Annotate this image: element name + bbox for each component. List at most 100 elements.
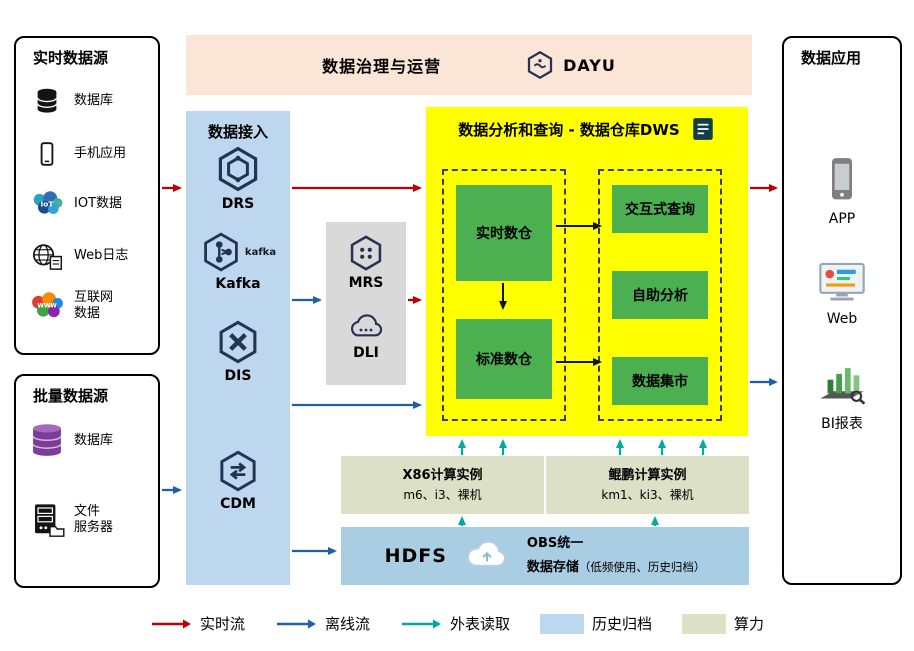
history-archive-swatch bbox=[540, 613, 584, 634]
node-selfservice-analysis: 自助分析 bbox=[612, 271, 708, 319]
node-interactive-query: 交互式查询 bbox=[612, 185, 708, 233]
list-item: Web日志 bbox=[29, 242, 151, 270]
item-label: 数据库 bbox=[74, 92, 114, 108]
node-standard-warehouse: 标准数仓 bbox=[456, 319, 552, 399]
database-icon bbox=[29, 86, 65, 116]
web-monitor-icon bbox=[819, 262, 865, 301]
service-label: Kafka bbox=[215, 276, 261, 292]
app-item-bi: BI报表 bbox=[784, 362, 900, 433]
item-label: 互联网 数据 bbox=[74, 290, 114, 322]
service-mrs: MRS bbox=[326, 234, 406, 291]
hdfs-label: HDFS bbox=[384, 545, 447, 567]
legend-label: 外表读取 bbox=[449, 615, 510, 633]
mrs-hexagon-icon bbox=[350, 235, 382, 271]
legend-offline-flow: 离线流 bbox=[275, 613, 370, 634]
internet-data-icon: WWW bbox=[29, 291, 65, 321]
service-label: CDM bbox=[220, 496, 256, 512]
obs-text-block: OBS统一 数据存储（低频使用、历史归档） bbox=[527, 534, 706, 578]
realtime-sources-panel: 实时数据源 数据库 手机应用 IoT IOT数据 Web日志 bbox=[14, 36, 160, 355]
service-drs: DRS bbox=[186, 145, 290, 212]
list-item: IoT IOT数据 bbox=[29, 190, 151, 218]
offline-flow-arrow-icon bbox=[276, 619, 316, 628]
app-phone-icon bbox=[832, 158, 852, 200]
obs-cloud-icon bbox=[467, 540, 506, 567]
compute-strip: X86计算实例 m6、i3、裸机 鲲鹏计算实例 km1、ki3、裸机 bbox=[341, 456, 749, 514]
mobile-phone-icon bbox=[29, 139, 65, 169]
list-item: 文件 服务器 bbox=[29, 502, 151, 538]
kunpeng-title: 鲲鹏计算实例 bbox=[608, 468, 687, 484]
node-realtime-warehouse: 实时数仓 bbox=[456, 185, 552, 281]
app-label: BI报表 bbox=[821, 416, 863, 432]
obs-subtitle-note: （低频使用、历史归档） bbox=[578, 559, 706, 574]
realtime-sources-title: 实时数据源 bbox=[33, 49, 109, 67]
service-kafka: kafka Kafka bbox=[186, 231, 290, 292]
dws-document-icon bbox=[692, 118, 713, 140]
service-label: DIS bbox=[224, 368, 252, 384]
dayu-label: DAYU bbox=[563, 55, 616, 75]
service-label: DRS bbox=[221, 196, 255, 212]
legend-label: 离线流 bbox=[324, 615, 370, 633]
service-label: DLI bbox=[353, 345, 379, 361]
obs-subtitle-row: 数据存储（低频使用、历史归档） bbox=[527, 554, 706, 578]
list-item: WWW 互联网 数据 bbox=[29, 290, 151, 323]
external-read-arrow-icon bbox=[401, 619, 441, 628]
kafka-wordmark: kafka bbox=[244, 246, 277, 258]
legend-label: 算力 bbox=[734, 615, 765, 633]
dws-panel: 数据分析和查询 - 数据仓库DWS 实时数仓 标准数仓 交互式查询 自助分析 数… bbox=[426, 107, 748, 436]
x86-subtitle: m6、i3、裸机 bbox=[403, 487, 482, 502]
legend-compute-power: 算力 bbox=[682, 613, 764, 634]
compute-power-swatch bbox=[682, 613, 727, 634]
dws-title: 数据分析和查询 - 数据仓库DWS bbox=[458, 120, 680, 139]
bi-report-icon bbox=[820, 368, 866, 405]
dws-left-group: 实时数仓 标准数仓 bbox=[442, 169, 566, 421]
item-label: 文件 服务器 bbox=[74, 503, 114, 535]
node-data-mart: 数据集市 bbox=[612, 357, 708, 405]
service-cdm: CDM bbox=[186, 449, 290, 512]
batch-sources-title: 批量数据源 bbox=[33, 387, 109, 405]
drs-hexagon-icon bbox=[218, 146, 258, 192]
realtime-flow-arrow-icon bbox=[151, 619, 191, 628]
storage-strip: HDFS OBS统一 数据存储（低频使用、历史归档） bbox=[341, 527, 749, 585]
data-apps-panel: 数据应用 APP Web BI报表 bbox=[782, 36, 902, 585]
legend: 实时流 离线流 外表读取 历史归档 算力 bbox=[0, 613, 914, 634]
service-dis: DIS bbox=[186, 319, 290, 384]
service-label: MRS bbox=[348, 275, 384, 291]
kafka-hexagon-icon bbox=[204, 232, 238, 272]
app-label: Web bbox=[826, 311, 858, 327]
legend-label: 实时流 bbox=[199, 615, 245, 633]
data-access-panel: 数据接入 DRS kafka Kafka DIS CDM bbox=[186, 111, 290, 585]
iot-icon: IoT bbox=[29, 190, 65, 218]
x86-title: X86计算实例 bbox=[402, 468, 483, 484]
web-log-icon bbox=[29, 242, 65, 270]
item-label: IOT数据 bbox=[74, 195, 123, 211]
dws-right-group: 交互式查询 自助分析 数据集市 bbox=[598, 169, 722, 421]
purple-database-icon bbox=[29, 422, 65, 460]
app-label: APP bbox=[828, 211, 856, 227]
legend-realtime-flow: 实时流 bbox=[150, 613, 245, 634]
dis-hexagon-icon bbox=[219, 320, 257, 364]
app-item-app: APP bbox=[784, 156, 900, 227]
kunpeng-subtitle: km1、ki3、裸机 bbox=[601, 487, 694, 502]
data-access-title: 数据接入 bbox=[207, 123, 268, 141]
legend-external-read: 外表读取 bbox=[400, 613, 510, 634]
middleware-panel: MRS DLI bbox=[326, 222, 406, 385]
obs-title: OBS统一 bbox=[526, 536, 584, 552]
item-label: 数据库 bbox=[74, 432, 114, 448]
legend-label: 历史归档 bbox=[592, 615, 653, 633]
dayu-logo: DAYU bbox=[525, 50, 616, 80]
dayu-icon bbox=[528, 50, 553, 80]
legend-history-archive: 历史归档 bbox=[540, 613, 652, 634]
obs-subtitle-bold: 数据存储 bbox=[526, 559, 579, 575]
file-server-icon bbox=[29, 502, 65, 538]
list-item: 数据库 bbox=[29, 422, 151, 460]
item-label: 手机应用 bbox=[74, 145, 127, 161]
kunpeng-compute: 鲲鹏计算实例 km1、ki3、裸机 bbox=[546, 456, 749, 514]
dws-title-row: 数据分析和查询 - 数据仓库DWS bbox=[426, 107, 748, 142]
data-apps-title: 数据应用 bbox=[801, 49, 862, 67]
kafka-icon-group: kafka bbox=[200, 231, 276, 273]
svg-text:WWW: WWW bbox=[37, 304, 57, 310]
compute-divider bbox=[544, 456, 546, 514]
list-item: 数据库 bbox=[29, 86, 151, 116]
list-item: 手机应用 bbox=[29, 139, 151, 169]
